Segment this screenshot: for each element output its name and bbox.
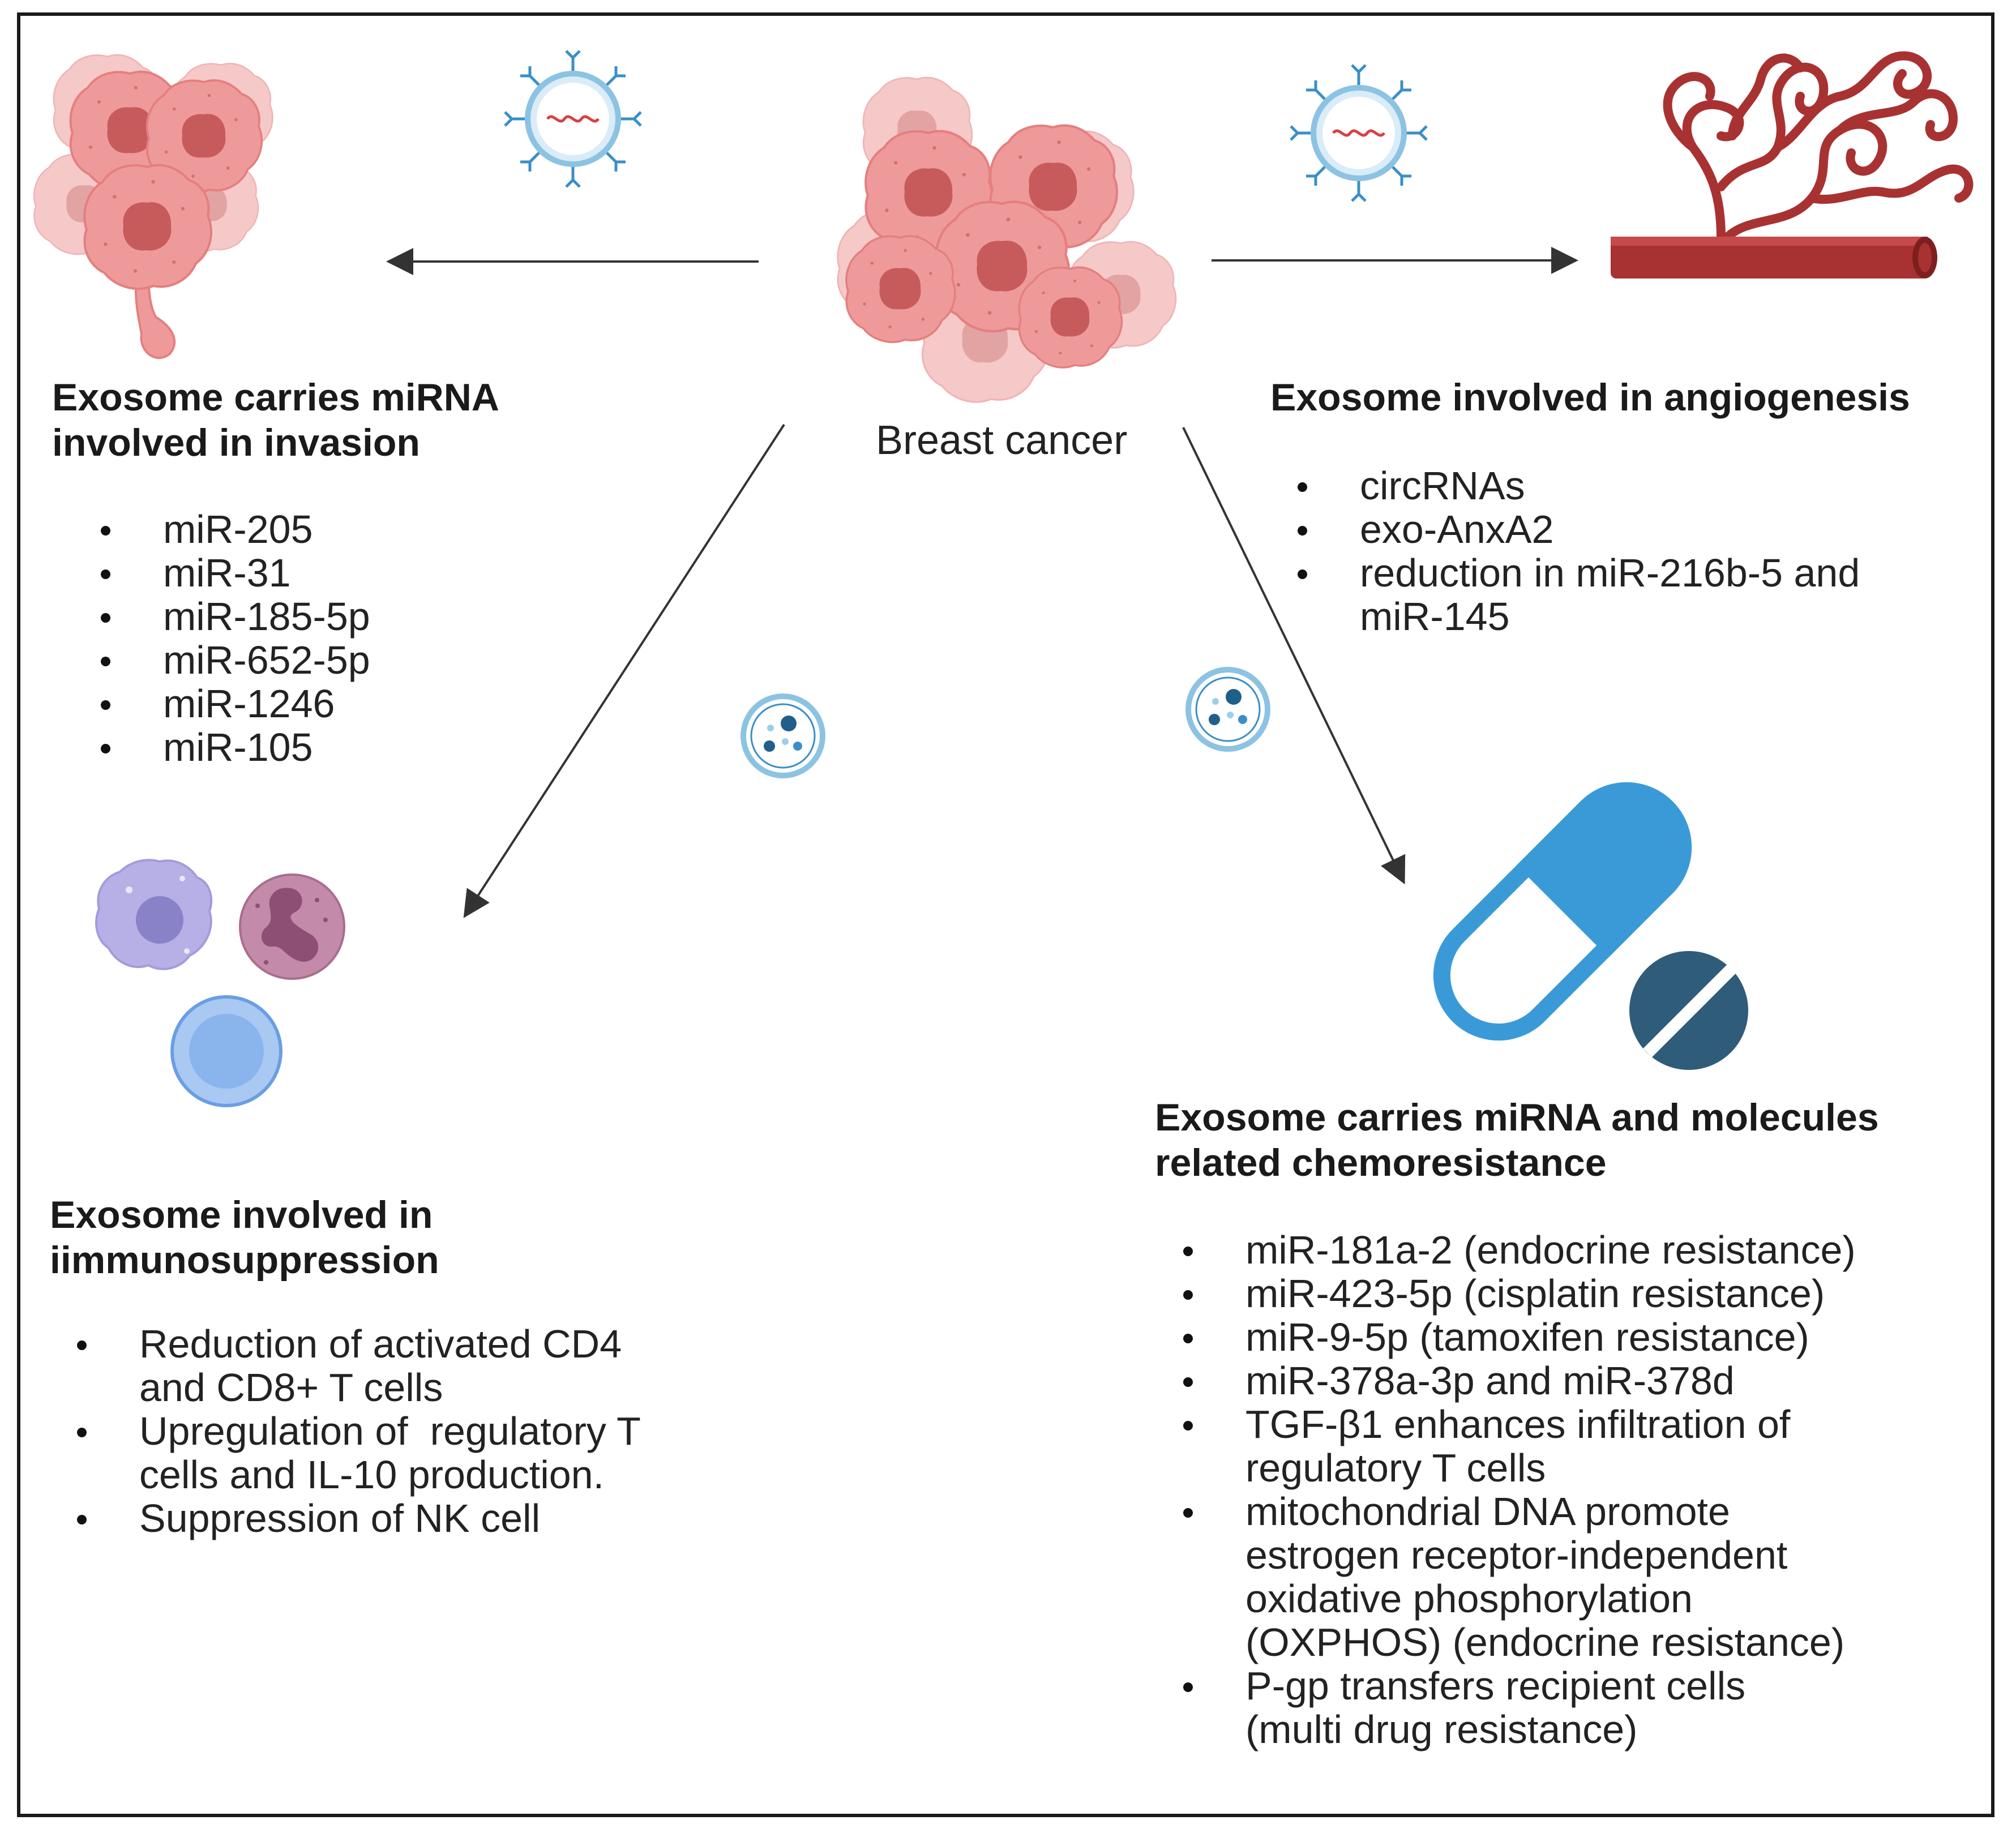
item-line: (multi drug resistance) — [1245, 1707, 1638, 1751]
vesicle-icon — [743, 696, 823, 776]
item-line: P-gp transfers recipient cells — [1245, 1664, 1746, 1708]
item-line: Upregulation of regulatory T — [139, 1409, 641, 1453]
item-line: mitochondrial DNA promote — [1245, 1489, 1730, 1534]
item-line: Reduction of activated CD4 — [139, 1322, 622, 1366]
list-item: miR-181a-2 (endocrine resistance) — [1173, 1228, 1856, 1272]
item-line: miR-9-5p (tamoxifen resistance) — [1245, 1315, 1809, 1359]
list-item: miR-652-5p — [91, 639, 370, 682]
item-line: (OXPHOS) (endocrine resistance) — [1245, 1620, 1845, 1664]
item-line: regulatory T cells — [1245, 1446, 1546, 1490]
item-line: miR-423-5p (cisplatin resistance) — [1245, 1271, 1825, 1316]
invasion-heading: Exosome carries miRNA involved in invasi… — [52, 375, 499, 465]
item-line: estrogen receptor-independent — [1245, 1533, 1788, 1577]
heading-line: iimmunosuppression — [50, 1239, 439, 1282]
center-label: Breast cancer — [876, 418, 1128, 463]
list-item: circRNAs — [1287, 464, 1860, 508]
angiogenesis-heading: Exosome involved in angiogenesis — [1270, 375, 1910, 420]
invading-tumor-cells-icon — [33, 54, 273, 359]
item-line: miR-145 — [1360, 594, 1510, 639]
item-line: miR-181a-2 (endocrine resistance) — [1245, 1228, 1856, 1272]
list-item: miR-9-5p (tamoxifen resistance) — [1173, 1316, 1856, 1359]
angiogenesis-list: circRNAs exo-AnxA2 reduction in miR-216b… — [1287, 464, 1860, 639]
item-line: TGF-β1 enhances infiltration of — [1245, 1402, 1791, 1446]
pill-capsule-icon — [1433, 782, 1748, 1070]
immunosuppression-heading: Exosome involved in iimmunosuppression — [50, 1192, 439, 1283]
item-line: exo-AnxA2 — [1360, 507, 1554, 551]
heading-line: Exosome involved in angiogenesis — [1270, 376, 1910, 419]
item-line: circRNAs — [1360, 464, 1525, 508]
figure-border — [17, 12, 1994, 1817]
list-item: P-gp transfers recipient cells(multi dru… — [1173, 1664, 1856, 1751]
heading-line: Exosome carries miRNA — [52, 376, 499, 419]
list-item: exo-AnxA2 — [1287, 508, 1860, 551]
item-line: reduction in miR-216b-5 and — [1360, 551, 1860, 595]
item-line: Suppression of NK cell — [139, 1496, 541, 1540]
chemoresistance-heading: Exosome carries miRNA and molecules rela… — [1155, 1095, 1879, 1185]
heading-line: Exosome involved in — [50, 1193, 433, 1236]
exosome-mirna-icon — [505, 51, 641, 187]
arrow-to-immunosuppression — [463, 423, 785, 918]
heading-line: involved in invasion — [52, 421, 420, 464]
blood-vessel-icon — [1611, 51, 1974, 279]
item-line: miR-378a-3p and miR-378d — [1245, 1359, 1735, 1403]
breast-cancer-cells-icon — [837, 76, 1177, 403]
list-item: miR-378a-3p and miR-378d — [1173, 1359, 1856, 1403]
invasion-list: miR-205 miR-31 miR-185-5p miR-652-5p miR… — [91, 508, 370, 769]
list-item: miR-423-5p (cisplatin resistance) — [1173, 1272, 1856, 1316]
heading-line: Exosome carries miRNA and molecules — [1155, 1096, 1879, 1139]
immune-cells-icon — [95, 859, 345, 1107]
list-item: Suppression of NK cell — [67, 1497, 641, 1540]
vesicle-icon — [1188, 670, 1268, 749]
list-item: miR-185-5p — [91, 595, 370, 639]
chemoresistance-list: miR-181a-2 (endocrine resistance) miR-42… — [1173, 1228, 1856, 1751]
item-line: and CD8+ T cells — [139, 1365, 443, 1410]
exosome-mirna-icon — [1291, 65, 1427, 201]
list-item: miR-105 — [91, 726, 370, 769]
arrow-to-chemoresistance — [1182, 427, 1406, 885]
list-item: miR-1246 — [91, 682, 370, 726]
list-item: miR-31 — [91, 551, 370, 595]
item-line: cells and IL-10 production. — [139, 1453, 605, 1497]
item-line: oxidative phosphorylation — [1245, 1577, 1693, 1621]
list-item: miR-205 — [91, 508, 370, 551]
heading-line: related chemoresistance — [1155, 1141, 1607, 1184]
